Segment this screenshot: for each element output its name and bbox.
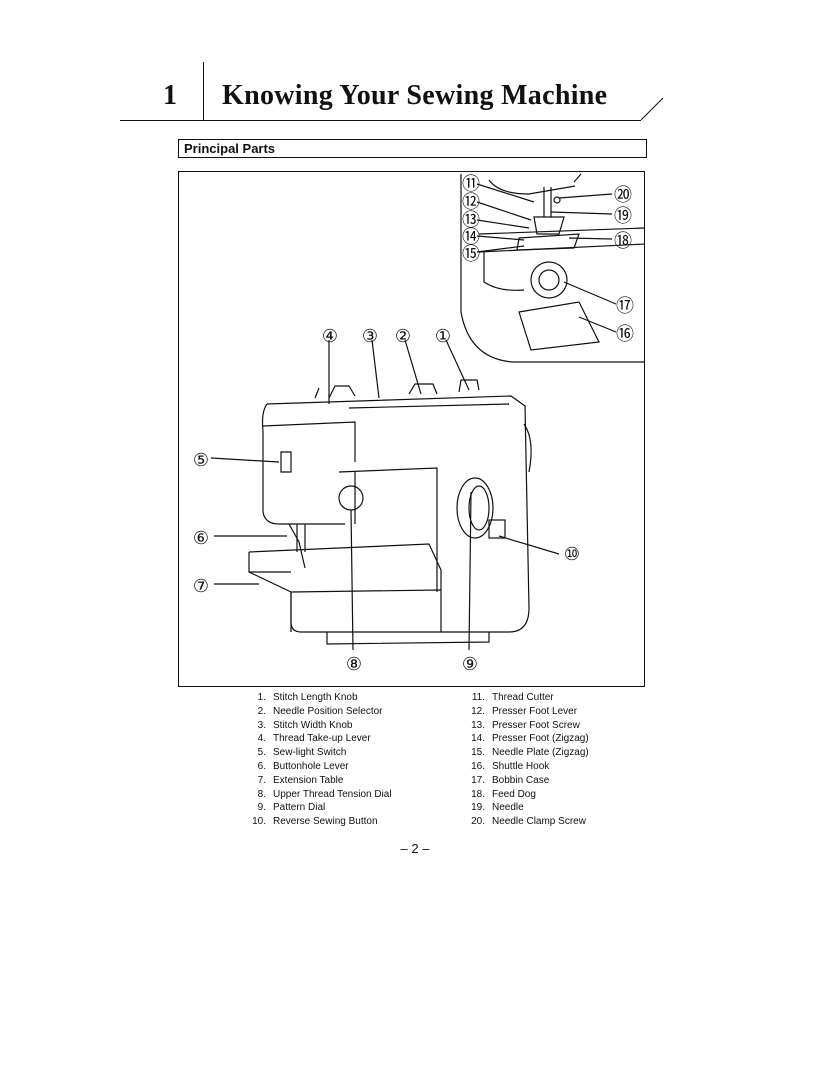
callout-19: ⑲ (614, 206, 632, 227)
callout-10: ⑩ (564, 544, 580, 565)
list-item: 6.Buttonhole Lever (257, 760, 349, 772)
list-item: 19.Needle (471, 802, 524, 814)
list-item: 1.Stitch Length Knob (257, 692, 358, 703)
callout-12: ⑫ (462, 192, 480, 213)
list-item: 20.Needle Clamp Screw (471, 816, 586, 828)
list-item: 7.Extension Table (257, 774, 344, 786)
callout-14: ⑭ (462, 227, 480, 248)
list-item: 14.Presser Foot (Zigzag) (471, 733, 589, 745)
list-item: 5.Sew-light Switch (257, 747, 347, 759)
list-item: 2.Needle Position Selector (257, 705, 383, 717)
callout-7: ⑦ (193, 576, 209, 597)
list-item: 3.Stitch Width Knob (257, 719, 353, 731)
list-item: 12.Presser Foot Lever (471, 705, 578, 717)
callout-4: ④ (322, 326, 338, 347)
callout-18: ⑱ (614, 231, 632, 252)
callout-3: ③ (362, 326, 378, 347)
callout-6: ⑥ (193, 528, 209, 549)
machine-body-sketch (248, 379, 532, 645)
callout-2: ② (395, 326, 411, 347)
callout-11: ⑪ (462, 174, 480, 195)
callout-13: ⑬ (462, 210, 480, 231)
sewing-machine-figure: ① ② ③ ④ ⑤ ⑥ ⑦ ⑧ ⑨ ⑩ ⑪ ⑫ ⑬ ⑭ ⑮ ⑯ ⑰ ⑱ ⑲ ⑳ (178, 171, 645, 687)
sewing-machine-illustration: ① ② ③ ④ ⑤ ⑥ ⑦ ⑧ ⑨ ⑩ ⑪ ⑫ ⑬ ⑭ ⑮ ⑯ ⑰ ⑱ ⑲ ⑳ (193, 173, 644, 675)
list-item: 16.Shuttle Hook (471, 760, 550, 772)
inset-border (460, 174, 644, 363)
list-item: 9.Pattern Dial (257, 802, 326, 814)
inset-needle-area-sketch (478, 173, 644, 351)
chapter-title: Knowing Your Sewing Machine (222, 80, 608, 111)
parts-list-left: 1.Stitch Length Knob 2.Needle Position S… (240, 691, 392, 829)
section-title: Principal Parts (184, 141, 276, 156)
list-item: 18.Feed Dog (471, 788, 536, 800)
callout-5: ⑤ (193, 450, 209, 471)
list-item: 8.Upper Thread Tension Dial (257, 788, 392, 800)
chapter-underline (120, 120, 641, 121)
list-item: 17.Bobbin Case (471, 774, 550, 786)
callout-9: ⑨ (462, 654, 478, 675)
chapter-divider (203, 62, 204, 120)
callout-17: ⑰ (616, 296, 634, 317)
page-number: – 2 – (400, 841, 430, 856)
inset-leader-lines (476, 183, 617, 333)
callout-15: ⑮ (462, 244, 480, 265)
list-item: 15.Needle Plate (Zigzag) (471, 747, 589, 759)
list-item: 10.Reverse Sewing Button (252, 816, 378, 828)
section-header: Principal Parts (178, 139, 647, 158)
chapter-number: 1 (163, 80, 177, 111)
list-item: 13.Presser Foot Screw (471, 719, 580, 731)
main-leader-lines (210, 339, 560, 651)
callout-20: ⑳ (614, 185, 632, 206)
parts-list-right: 11.Thread Cutter 12.Presser Foot Lever 1… (459, 691, 589, 829)
callout-8: ⑧ (346, 654, 362, 675)
callout-16: ⑯ (616, 324, 634, 345)
chapter-underline-slash (641, 98, 663, 120)
list-item: 4.Thread Take-up Lever (257, 733, 371, 745)
list-item: 11.Thread Cutter (471, 692, 554, 703)
callout-1: ① (435, 326, 451, 347)
